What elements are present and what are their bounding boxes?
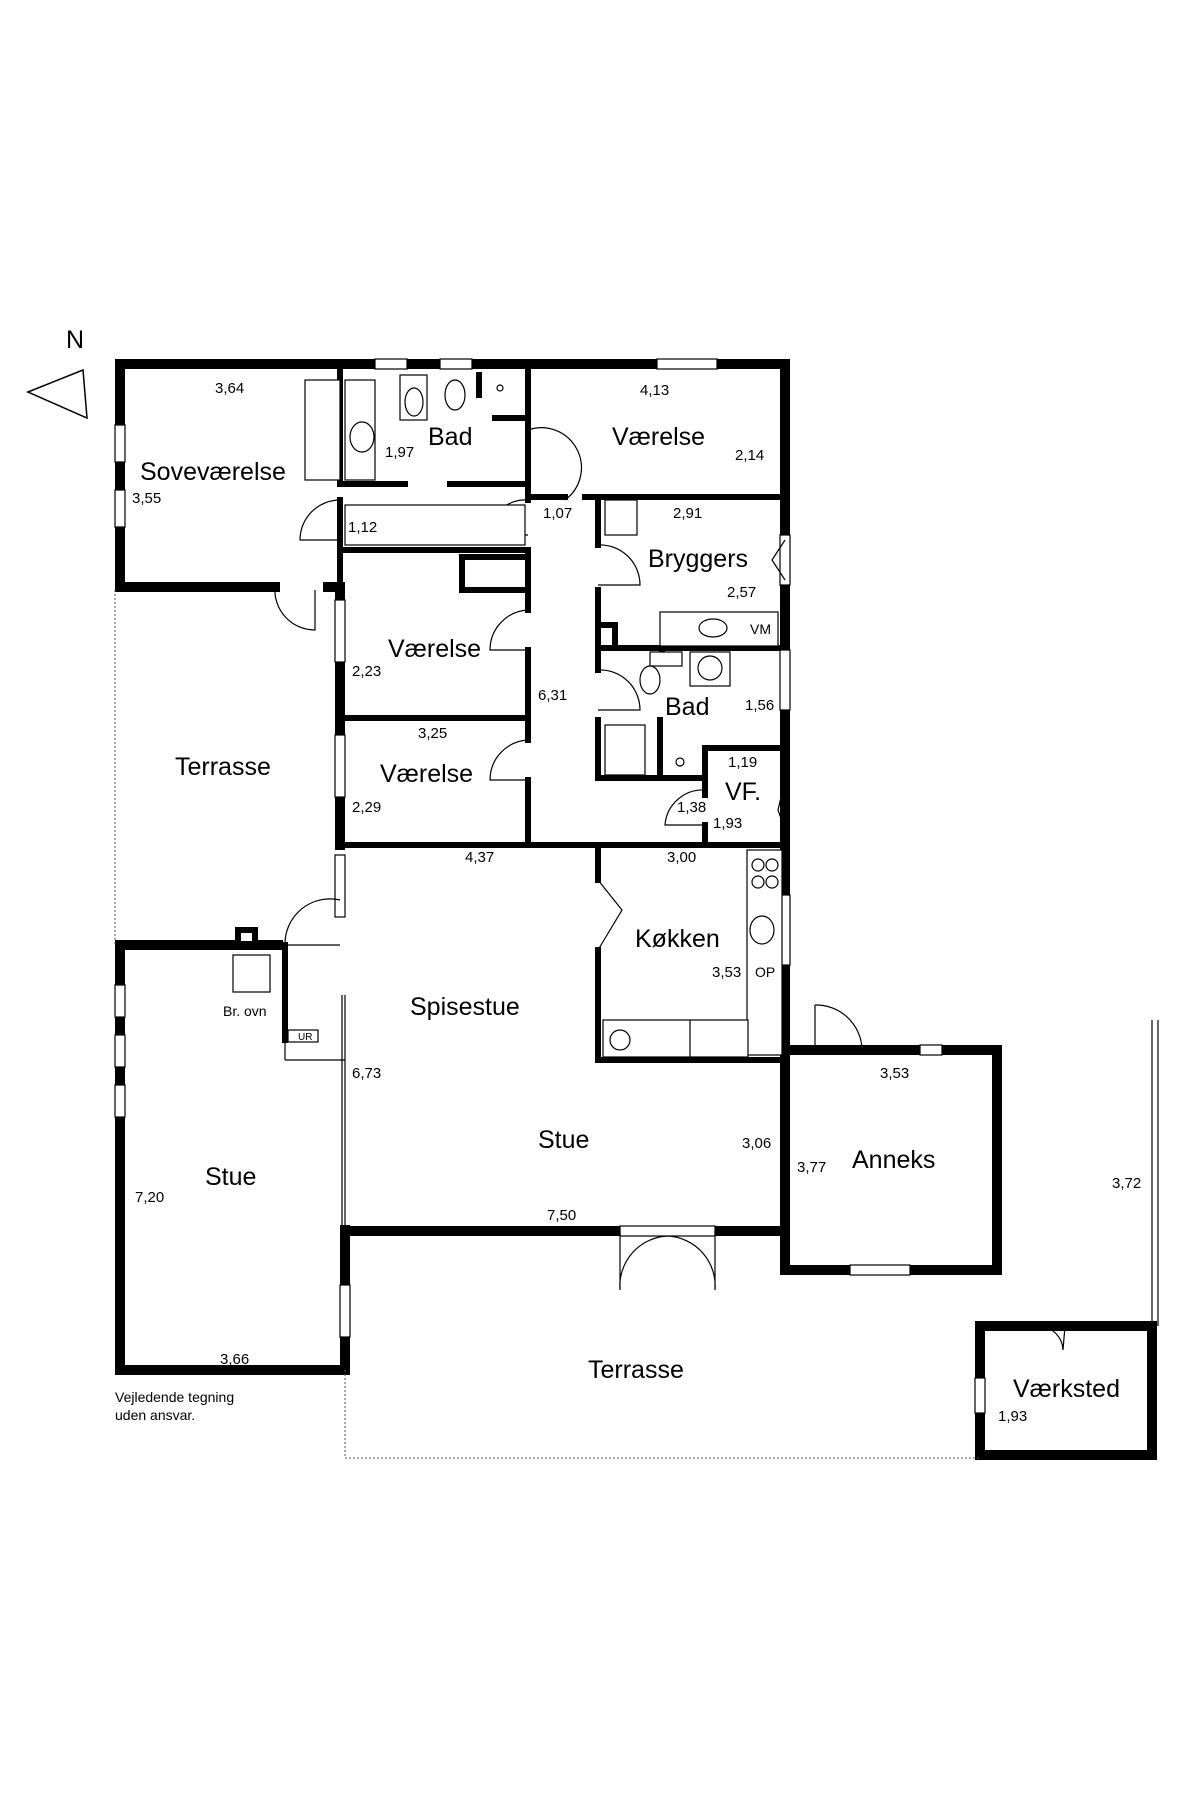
dimension: 1,12 [348,519,377,536]
dimension: 4,37 [465,849,494,866]
terrace-outlines [114,590,1159,1459]
room-stue-left: Stue [205,1163,256,1191]
stove-burner-icon [751,875,765,889]
dimension: 3,06 [742,1135,771,1152]
dimension: 6,31 [538,687,567,704]
room-vaerelse-low: Værelse [380,760,473,788]
dimension: 1,19 [728,754,757,771]
dimension: 1,56 [745,697,774,714]
dimension: 6,73 [352,1065,381,1082]
label-op: OP [755,964,775,980]
label-br-ovn: Br. ovn [223,1003,267,1019]
dimension: 7,50 [547,1207,576,1224]
fan-icon [609,1029,631,1051]
toilet-icon [639,665,661,695]
dimension: 1,38 [677,799,706,816]
room-vaerksted: Værksted [1013,1375,1120,1403]
stove-burner-icon [765,875,779,889]
room-bad-top: Bad [428,423,472,451]
stove-burner-icon [765,858,779,872]
doors [274,427,1066,1351]
dimension: 1,93 [998,1408,1027,1425]
room-vaerelse-top: Værelse [612,423,705,451]
sink-icon [749,915,775,945]
label-vm: VM [750,621,771,637]
compass-label: N [66,326,84,354]
dimension: 1,07 [543,505,572,522]
compass: N [26,326,88,420]
north-arrow-icon [26,368,88,420]
disclaimer-line1: Vejledende tegning [115,1389,234,1405]
room-bryggers: Bryggers [648,545,748,573]
dimension: 3,55 [132,490,161,507]
interior-walls [275,361,788,1230]
room-terrasse-bottom: Terrasse [588,1356,684,1384]
dimension: 2,91 [673,505,702,522]
dimension: 2,29 [352,799,381,816]
dimension: 3,25 [418,725,447,742]
dimension: 2,14 [735,447,764,464]
dimension: 3,00 [667,849,696,866]
room-stue-center: Stue [538,1126,589,1154]
room-anneks: Anneks [852,1146,935,1174]
dimension: 2,57 [727,584,756,601]
stove-burner-icon [751,858,765,872]
dimension: 3,77 [797,1159,826,1176]
dimension: 3,72 [1112,1175,1141,1192]
label-ur: UR [298,1032,312,1043]
room-bad-mid: Bad [665,693,709,721]
room-labels: Soveværelse Bad Værelse Bryggers Værelse… [140,423,1120,1403]
drain-icon [496,384,504,392]
sink-icon [349,421,375,453]
dimension: 1,93 [713,815,742,832]
room-vaerelse-mid: Værelse [388,635,481,663]
dimension: 3,53 [712,964,741,981]
sink-icon [698,618,728,638]
dimension: 3,66 [220,1351,249,1368]
windows [114,358,986,1414]
dimension: 3,53 [880,1065,909,1082]
dimension: 7,20 [135,1189,164,1206]
drain-icon [675,757,685,767]
toilet-icon [444,379,466,411]
fixture-labels: Br. ovn VM OP UR Vejledende tegning uden… [115,621,775,1423]
sink-icon [697,655,723,681]
room-koekken: Køkken [635,925,720,953]
room-spisestue: Spisestue [410,993,520,1021]
dimension: 4,13 [640,382,669,399]
disclaimer-line2: uden ansvar. [115,1407,195,1423]
room-terrasse-left: Terrasse [175,753,271,781]
dimension: 1,97 [385,444,414,461]
dimension: 3,64 [215,380,244,397]
room-vf: VF. [725,778,761,806]
dimension: 2,23 [352,663,381,680]
wood-stove-icon [232,954,271,993]
dimension-labels: 3,64 3,55 1,97 4,13 2,14 1,12 1,07 2,91 … [132,380,1141,1425]
fixtures [232,372,783,1058]
room-sovevaerelse: Soveværelse [140,458,286,486]
toilet-icon [404,387,424,417]
